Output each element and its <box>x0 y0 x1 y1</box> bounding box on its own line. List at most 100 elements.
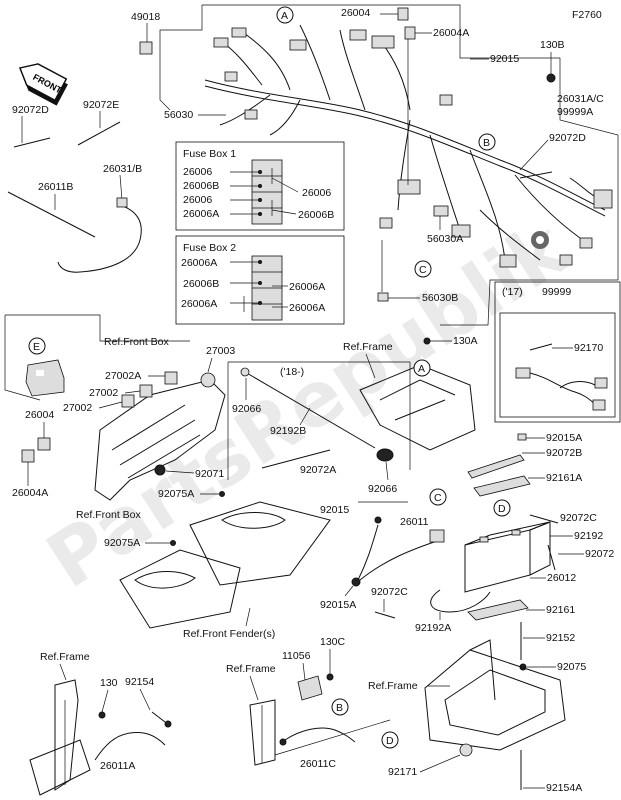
callout-b-bottom <box>331 698 349 716</box>
label-92072d-left: 92072D <box>12 104 49 116</box>
ref-frame-4: Ref.Frame <box>226 663 276 675</box>
callout-b-bottom-text: B <box>336 702 343 714</box>
battery-26012 <box>464 521 551 593</box>
label-92072c-2: 92072C <box>371 586 408 598</box>
callout-c-top-text: C <box>419 264 427 276</box>
label-130c: 130C <box>320 636 346 648</box>
label-92154a: 92154A <box>546 782 582 794</box>
label-26004a-top: 26004A <box>433 27 469 39</box>
label-92075a-2: 92075A <box>104 537 140 549</box>
label-26011c: 26011C <box>300 758 336 770</box>
label-26011b: 26011B <box>38 181 73 193</box>
label-92072e: 92072E <box>83 99 119 111</box>
label-92192: 92192 <box>574 530 603 542</box>
rod-92192b <box>240 367 394 462</box>
label-92066-1: 92066 <box>232 403 261 415</box>
label-92015a-2: 92015A <box>320 599 356 611</box>
label-92161a: 92161A <box>546 472 582 484</box>
label-27003: 27003 <box>206 345 235 357</box>
label-27002-2: 27002 <box>63 402 92 414</box>
main-wiring-harness <box>204 24 606 268</box>
label-26031b: 26031/B <box>103 163 142 175</box>
diagram-code: F2760 <box>572 9 602 21</box>
callout-a-middle-text: A <box>418 363 425 375</box>
callout-b-top <box>478 133 496 151</box>
label-26011: 26011 <box>400 516 429 528</box>
sub-harness-99999 <box>515 367 608 411</box>
callout-d-battery-text: D <box>498 503 506 515</box>
label-92066-2: 92066 <box>368 483 397 495</box>
pad-92161a <box>473 475 531 497</box>
label-56030a: 56030A <box>427 233 463 245</box>
label-92161: 92161 <box>546 604 575 616</box>
fuse-box-1-frame <box>175 141 345 231</box>
tie-92072a <box>261 449 331 469</box>
fuse-box-2-frame <box>175 235 345 325</box>
fuse-box-2-right-2: 26006A <box>289 302 325 314</box>
front-fender-tray <box>119 501 331 629</box>
fuse-box-2-title: Fuse Box 2 <box>183 242 236 254</box>
label-92072a: 92072A <box>300 464 336 476</box>
fuse-box-2-left-3: 26006A <box>181 298 217 310</box>
label-99999a: 99999A <box>557 106 593 118</box>
label-26012: 26012 <box>547 572 576 584</box>
ref-front-fender: Ref.Front Fender(s) <box>183 628 275 640</box>
cable-26011c <box>279 727 356 746</box>
label-27002-1: 27002 <box>89 387 118 399</box>
harness-group-outline <box>202 4 619 326</box>
callout-e-left-text: E <box>33 341 40 353</box>
battery-cable-26011 <box>351 524 445 587</box>
label-92075: 92075 <box>557 661 586 673</box>
fuse-box-1-graphic <box>230 159 299 225</box>
callout-d-bottom-text: D <box>386 735 394 747</box>
label-92072d-right: 92072D <box>549 132 586 144</box>
ref-frame-2: Ref.Frame <box>40 651 90 663</box>
label-92072c-1: 92072C <box>560 512 597 524</box>
label-26011a: 26011A <box>100 760 135 772</box>
label-92071: 92071 <box>195 468 224 480</box>
battery-tray <box>424 639 566 751</box>
callout-d-bottom <box>381 731 399 749</box>
ground-cable-26011a <box>94 711 172 761</box>
label-49018: 49018 <box>131 11 160 23</box>
label-92015a-1: 92015A <box>546 432 582 444</box>
callout-a-top <box>276 6 294 24</box>
callout-d-battery <box>493 499 511 517</box>
fuse-box-1-left-1: 26006 <box>183 166 212 178</box>
fuse-box-2-right-1: 26006A <box>289 281 325 293</box>
fuse-box-1-left-4: 26006A <box>183 208 219 220</box>
label-92015-top: 92015 <box>490 53 519 65</box>
front-arrow-badge: FRONT <box>19 63 68 106</box>
inset-2017-part: 99999 <box>542 286 571 298</box>
part-49018-fuse <box>139 41 153 55</box>
label-26004a-left: 26004A <box>12 487 48 499</box>
ref-frame-3: Ref.Frame <box>368 680 418 692</box>
frame-post-left <box>29 679 91 796</box>
label-130a: 130A <box>453 335 478 347</box>
label-92152: 92152 <box>546 632 575 644</box>
fuse-box-1-left-3: 26006 <box>183 194 212 206</box>
label-26031ac: 26031A/C <box>557 93 604 105</box>
label-27002a: 27002A <box>105 370 141 382</box>
connector-26031ac <box>569 177 613 209</box>
callout-b-top-text: B <box>483 137 490 149</box>
callout-c-battery-text: C <box>434 492 442 504</box>
label-56030b: 56030B <box>422 292 458 304</box>
fuse-box-2-left-1: 26006A <box>181 257 217 269</box>
label-130: 130 <box>100 677 118 689</box>
frame-post-middle <box>249 699 276 766</box>
callout-a-middle <box>413 359 431 377</box>
gear-icon <box>531 231 549 249</box>
inset-2018-bracket <box>228 361 411 470</box>
callout-e-left <box>28 337 46 355</box>
label-26004-top: 26004 <box>341 7 370 19</box>
label-92075a-1: 92075A <box>158 488 194 500</box>
label-92192b: 92192B <box>270 425 306 437</box>
strap-92072b <box>467 454 525 479</box>
label-92072b: 92072B <box>546 447 582 459</box>
inset-2017-frame <box>494 281 621 423</box>
cable-26011b <box>7 191 142 273</box>
callout-c-battery <box>429 488 447 506</box>
ref-front-box-1: Ref.Front Box <box>104 336 170 348</box>
label-92192a: 92192A <box>415 622 451 634</box>
